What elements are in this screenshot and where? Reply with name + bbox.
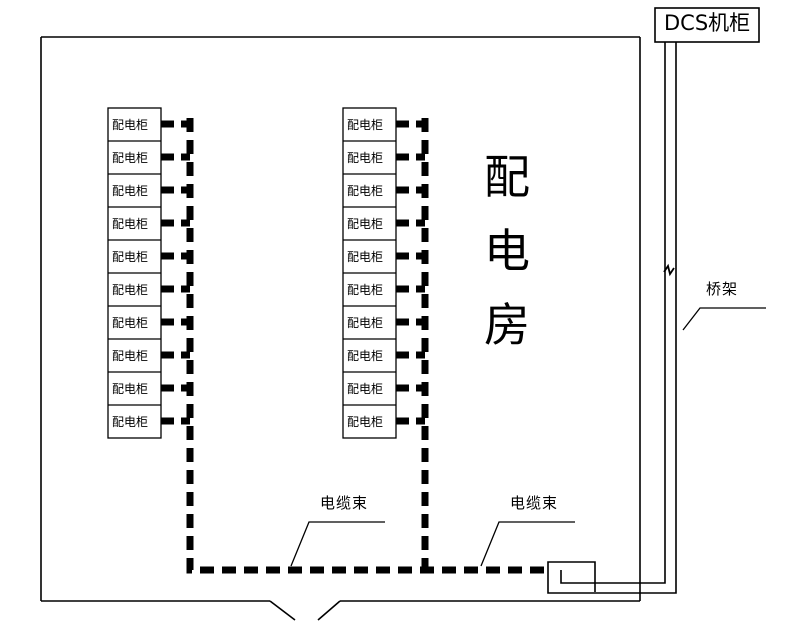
- cable-bundle-left-label: 电缆束: [320, 494, 369, 512]
- room-name-char-1: 配: [484, 150, 530, 204]
- left-cabinet-3[interactable]: 配电柜: [112, 184, 149, 198]
- left-cabinet-5[interactable]: 配电柜: [112, 250, 149, 264]
- left-cabinet-7[interactable]: 配电柜: [112, 316, 149, 330]
- right-cabinet-stubs: [396, 120, 425, 425]
- dcs-cabinet-label: DCS机柜: [664, 11, 751, 35]
- right-cabinet-7[interactable]: 配电柜: [347, 316, 384, 330]
- right-cabinet-2[interactable]: 配电柜: [347, 151, 384, 165]
- left-cabinet-8[interactable]: 配电柜: [112, 349, 149, 363]
- cable-tray-inner-rail: [560, 42, 666, 584]
- left-cabinet-1[interactable]: 配电柜: [112, 118, 149, 132]
- right-cabinet-4[interactable]: 配电柜: [347, 217, 384, 231]
- cable-tray-leader: [682, 307, 766, 331]
- dcs-cabinet-box[interactable]: [654, 7, 760, 43]
- right-cabinet-6[interactable]: 配电柜: [347, 283, 384, 297]
- cable-bundle-right-leader: [480, 521, 575, 567]
- cable-tray-outer-rail: [547, 42, 677, 594]
- left-cabinet-2[interactable]: 配电柜: [112, 151, 149, 165]
- left-cabinet-9[interactable]: 配电柜: [112, 382, 149, 396]
- cable-bundle-left-leader: [290, 521, 385, 567]
- cable-tray-label: 桥架: [706, 280, 739, 298]
- cable-tray-break-symbol: [663, 263, 675, 277]
- cable-bundle-left-run: [186, 118, 548, 574]
- right-cabinet-5[interactable]: 配电柜: [347, 250, 384, 264]
- cable-bundle-right-label: 电缆束: [510, 494, 559, 512]
- right-cabinet-8[interactable]: 配电柜: [347, 349, 384, 363]
- left-cabinet-stubs: [161, 120, 190, 425]
- right-cabinet-10[interactable]: 配电柜: [347, 415, 384, 429]
- right-cabinet-9[interactable]: 配电柜: [347, 382, 384, 396]
- left-cabinet-4[interactable]: 配电柜: [112, 217, 149, 231]
- right-cabinet-3[interactable]: 配电柜: [347, 184, 384, 198]
- left-cabinet-10[interactable]: 配电柜: [112, 415, 149, 429]
- room-wall-break-right: [317, 600, 341, 621]
- room-name-char-2: 电: [484, 224, 530, 278]
- room-name-char-3: 房: [484, 298, 530, 352]
- room-wall-break-left: [269, 600, 296, 621]
- left-cabinet-6[interactable]: 配电柜: [112, 283, 149, 297]
- right-cabinet-1[interactable]: 配电柜: [347, 118, 384, 132]
- tray-junction-box: [547, 561, 596, 592]
